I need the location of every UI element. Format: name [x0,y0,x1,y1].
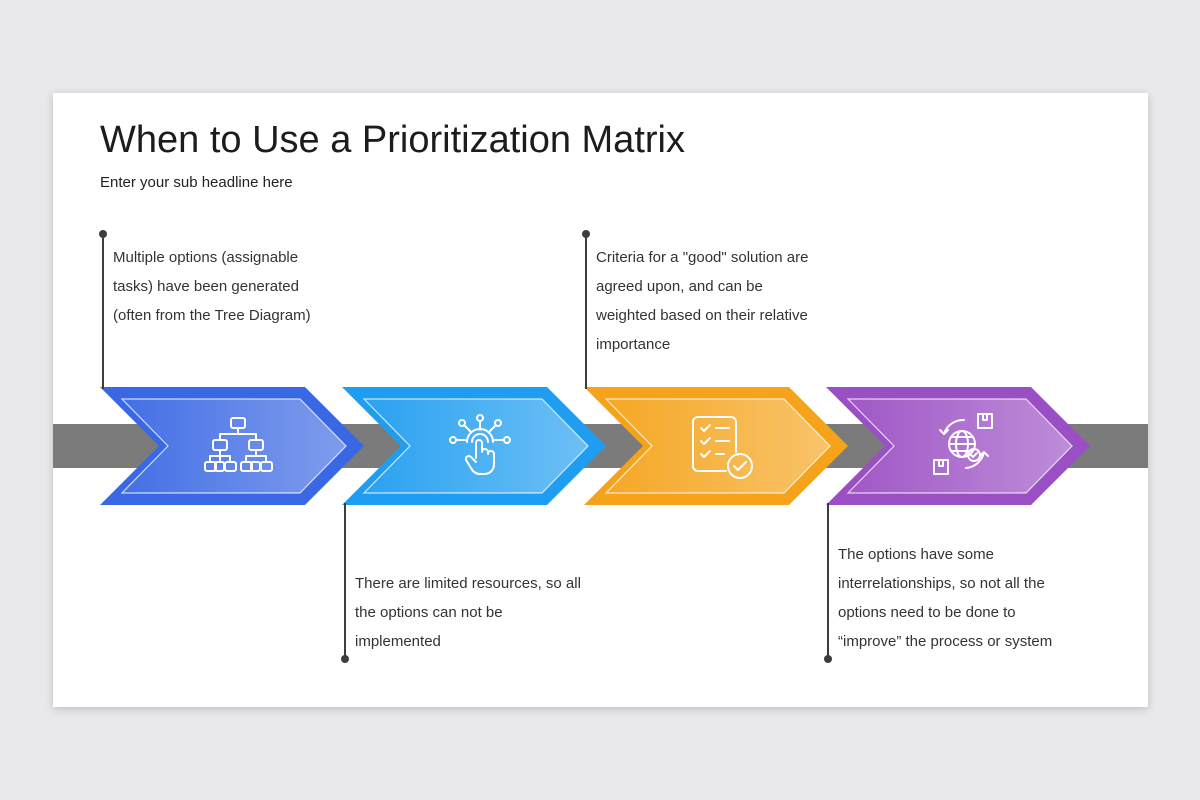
slide-title: When to Use a Prioritization Matrix [100,119,685,161]
step-1-chevron [100,387,364,505]
step-4-line-2: interrelationships, so not all the [838,575,1045,592]
step-4-chevron [826,387,1090,505]
touch-network-icon [446,412,514,480]
step-1-line-1: Multiple options (assignable [113,249,299,266]
step-2-line-1: There are limited resources, so all [355,575,581,592]
step-3-description: Criteria for a "good" solution are agree… [596,243,808,359]
step-2-line-3: implemented [355,633,441,650]
step-3-chevron [584,387,848,505]
step-4-line-1: The options have some [838,546,994,563]
step-2-connector-line [344,503,346,659]
step-4-marker-dot [824,655,832,663]
step-2-chevron [342,387,606,505]
step-1-line-2: tasks) have been generated [113,278,299,295]
step-2-marker-dot [341,655,349,663]
step-1-connector-line [102,234,104,389]
slide: When to Use a Prioritization Matrix Ente… [53,93,1148,707]
step-4-line-4: “improve” the process or system [838,633,1053,650]
global-logistics-icon [930,412,998,480]
step-1-line-3: (often from the Tree Diagram) [113,307,311,324]
slide-subtitle: Enter your sub headline here [100,174,293,191]
step-3-line-2: agreed upon, and can be [596,278,763,295]
step-3-line-1: Criteria for a "good" solution are [596,249,809,266]
step-1-description: Multiple options (assignable tasks) have… [113,243,311,330]
step-4-connector-line [827,503,829,659]
checklist-icon [688,412,756,480]
step-2-description: There are limited resources, so all the … [355,569,581,656]
step-4-line-3: options need to be done to [838,604,1016,621]
step-3-line-3: weighted based on their relative [596,307,808,324]
step-2-line-2: the options can not be [355,604,503,621]
step-4-description: The options have some interrelationships… [838,540,1052,656]
step-3-line-4: importance [596,336,671,353]
step-3-connector-line [585,234,587,389]
hierarchy-icon [204,412,273,480]
